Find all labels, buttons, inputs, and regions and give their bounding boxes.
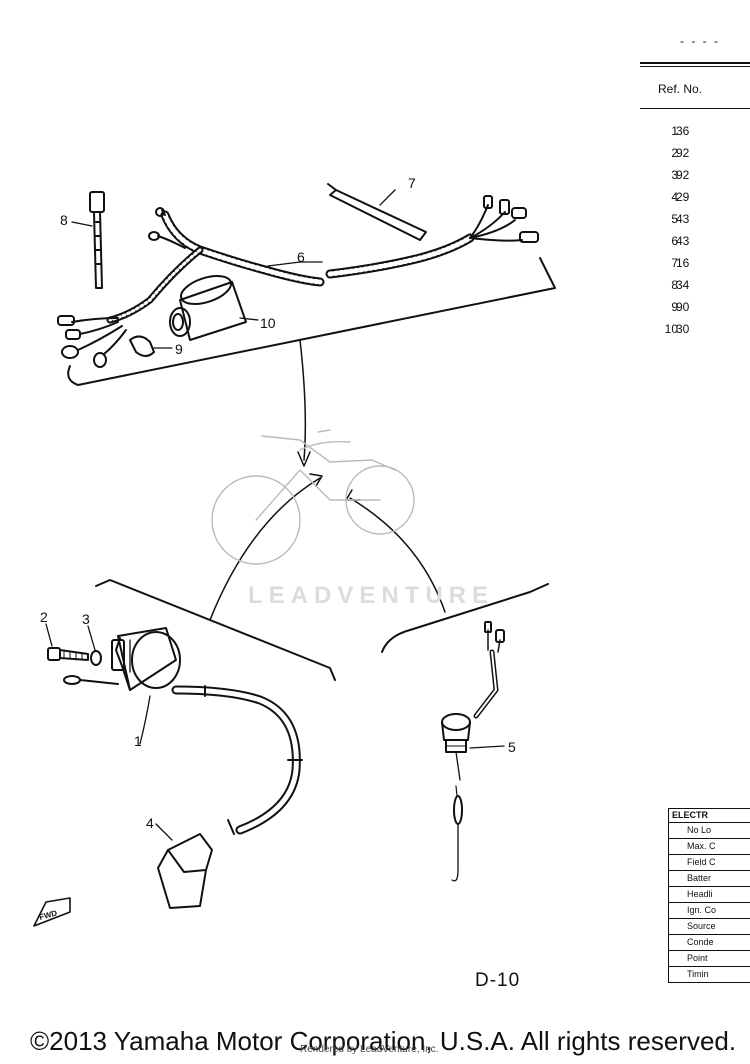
motorcycle-outline (211, 429, 415, 565)
harness-panel-frame (67, 257, 556, 386)
callout-9: 9 (175, 341, 183, 357)
watermark: LEADVENTURE (248, 582, 495, 609)
part-4-plug-cap (155, 685, 303, 909)
fwd-arrow-icon (33, 897, 71, 927)
electrical-table-title: ELECTR (669, 809, 750, 823)
pointer-harness-to-bike (299, 339, 307, 461)
part-number: 29 (676, 190, 690, 204)
part-8-cable-tie (71, 191, 105, 289)
coil-panel-frame (95, 579, 336, 681)
electrical-table-row: No Lo (669, 823, 750, 839)
callout-7: 7 (408, 175, 416, 191)
ref-number: 7 (671, 256, 678, 270)
callout-10: 10 (260, 315, 276, 331)
part-number: 16 (676, 256, 690, 270)
callout-6: 6 (297, 249, 305, 265)
electrical-table-row: Timin (687, 969, 709, 979)
part-2-bolt (45, 623, 89, 661)
part-5-switch (441, 621, 505, 882)
part-9-clamp (129, 335, 173, 357)
part-number: 43 (676, 234, 690, 248)
coil-lead-wire (79, 679, 119, 685)
ref-table-header: Ref. No. (658, 82, 703, 96)
ref-number: 3 (671, 168, 678, 182)
ref-number: 1 (671, 124, 678, 138)
ref-table-dash: - - - - (680, 34, 720, 48)
electrical-table-row: Ign. Co (669, 903, 750, 919)
electrical-table-row: Point (669, 951, 750, 967)
electrical-table-row: Headli (669, 887, 750, 903)
callout-8: 8 (60, 212, 68, 228)
part-number: 43 (676, 212, 690, 226)
electrical-table-row: Max. C (669, 839, 750, 855)
ref-number: 9 (671, 300, 678, 314)
ref-number: 2 (671, 146, 678, 160)
part-number: 92 (676, 168, 690, 182)
callout-4: 4 (146, 815, 154, 831)
callout-2: 2 (40, 609, 48, 625)
callout-3: 3 (82, 611, 90, 627)
ref-number: 6 (671, 234, 678, 248)
rendered-by-text: Rendered by LeadVenture, Inc. (300, 1044, 439, 1055)
electrical-table-row: Conde (669, 935, 750, 951)
part-number: 30 (676, 322, 690, 336)
ref-table-rule-header (640, 108, 750, 109)
callout-1: 1 (134, 733, 142, 749)
part-3-washer (87, 625, 102, 666)
part-1-ignition-coil (111, 627, 181, 745)
part-number: 36 (676, 124, 690, 138)
part-number: 92 (676, 146, 690, 160)
pointer-switch-to-bike (349, 497, 446, 613)
part-7-band (327, 183, 427, 241)
ref-table-rule-top (640, 62, 750, 64)
switch-panel-frame (381, 583, 549, 653)
electrical-table-row: Source (669, 919, 750, 935)
part-6-wire-harness (57, 195, 539, 368)
copyright-text: ©2013 Yamaha Motor Corporation, U.S.A. A… (30, 1026, 737, 1056)
page-id: D-10 (475, 970, 521, 991)
part-10-cylinder (169, 275, 259, 341)
ref-number: 5 (671, 212, 678, 226)
electrical-table-row: Field C (669, 855, 750, 871)
ref-number: 8 (671, 278, 678, 292)
part-number: 34 (676, 278, 690, 292)
pointer-coil-to-bike (209, 477, 321, 621)
callout-5: 5 (508, 739, 516, 755)
part-number: 90 (676, 300, 690, 314)
ref-table-rule-top2 (640, 66, 750, 67)
ref-number: 10 (664, 322, 678, 336)
ref-number: 4 (671, 190, 678, 204)
electrical-table-row: Batter (669, 871, 750, 887)
